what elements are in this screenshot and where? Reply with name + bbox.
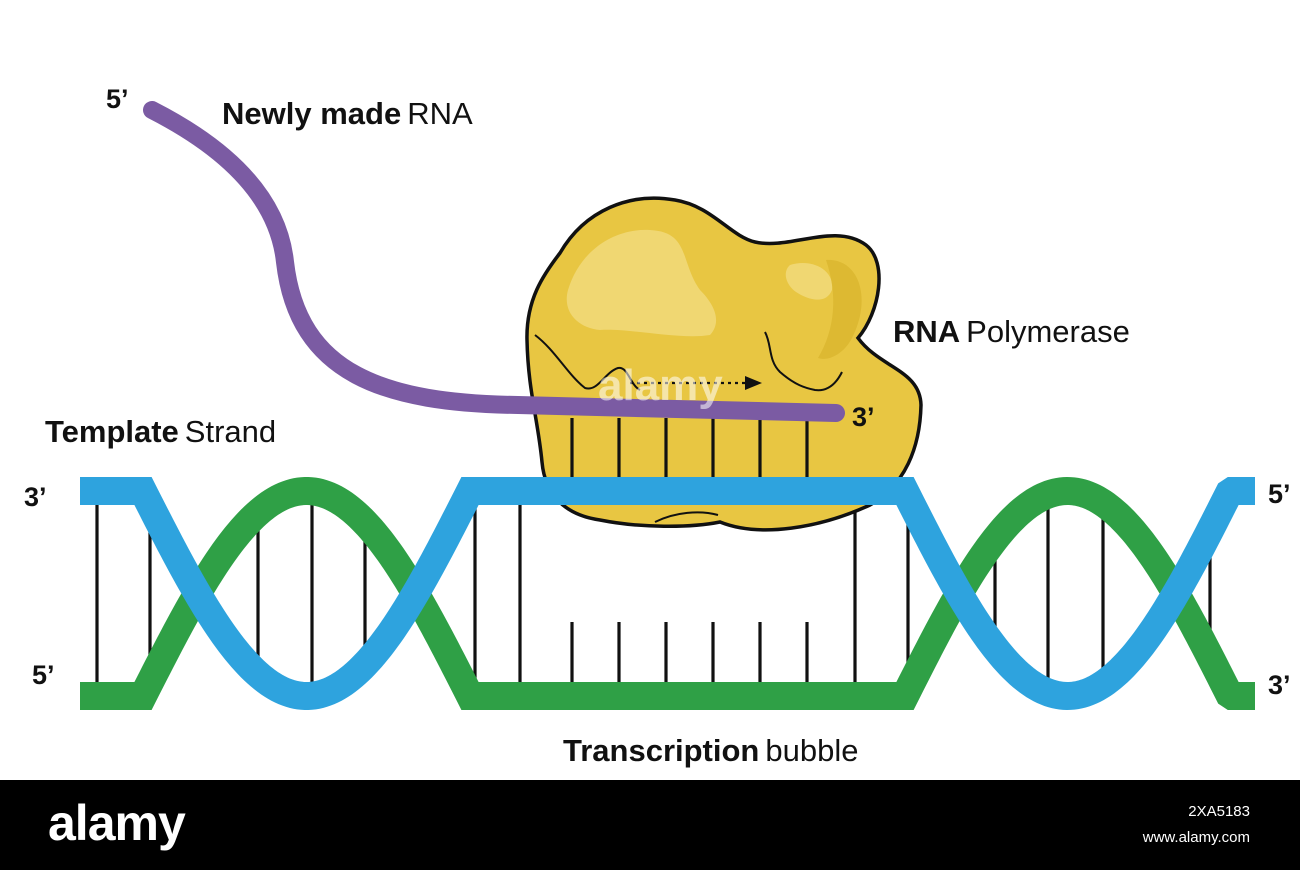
- blue-right-end-label: 5’: [1268, 479, 1291, 509]
- footer-logo: alamy: [48, 795, 186, 851]
- template-strand: [80, 477, 1255, 711]
- polymerase-highlight: [785, 262, 833, 300]
- direction-arrow: [630, 376, 762, 390]
- polymerase-crease: [654, 511, 719, 523]
- image-id: 2XA5183: [1188, 803, 1250, 820]
- watermark-text: alamy: [598, 361, 723, 410]
- footer-bar: alamy 2XA5183 www.alamy.com: [0, 780, 1300, 870]
- newly-made-rna-strand: [143, 101, 845, 422]
- dna-base-pair-rungs: [95, 501, 1212, 686]
- green-right-end-label: 3’: [1268, 670, 1291, 700]
- footer-url: www.alamy.com: [1142, 829, 1250, 846]
- rna-5-prime-end-label: 5’: [106, 84, 129, 114]
- polymerase-highlight: [566, 229, 717, 337]
- coding-strand: [80, 476, 1255, 710]
- green-left-end-label: 5’: [32, 660, 55, 690]
- polymerase-crease: [534, 334, 641, 391]
- rna-3-prime-end-label: 3’: [852, 402, 875, 432]
- blue-left-end-label: 3’: [24, 482, 47, 512]
- rna-dna-hybrid-rungs: [570, 418, 809, 478]
- polymerase-shadow: [818, 259, 862, 359]
- polymerase-crease: [764, 331, 843, 392]
- rna-polymerase-enzyme: [525, 196, 923, 532]
